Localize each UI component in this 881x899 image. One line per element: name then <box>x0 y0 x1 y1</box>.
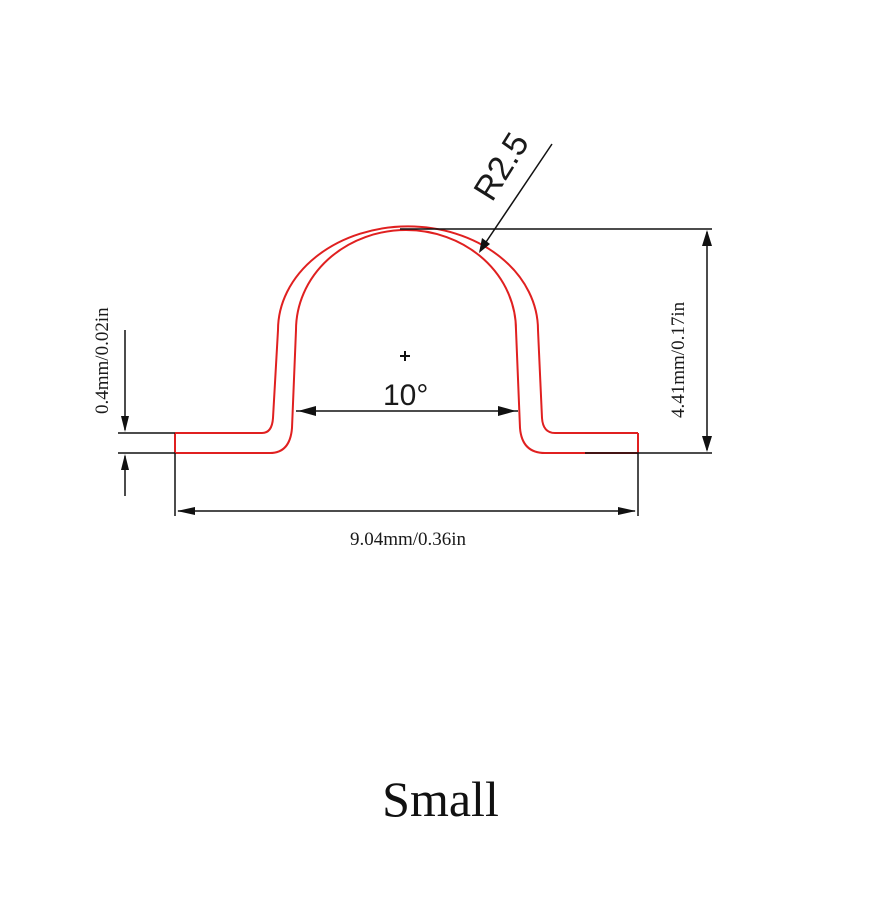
radius-leader-line <box>479 143 553 252</box>
profile-inner-edge <box>175 225 638 434</box>
profile-outer-edge <box>175 229 638 454</box>
thickness-label: 0.4mm/0.02in <box>92 307 113 414</box>
dimensions <box>118 143 712 516</box>
arrow-heads <box>121 230 712 515</box>
width-arrow-right <box>618 507 636 515</box>
radius-label: R2.5 <box>467 126 537 207</box>
span-arrow-left <box>298 406 316 416</box>
width-arrow-left <box>177 507 195 515</box>
thickness-arrow-top <box>121 416 129 432</box>
span-arrow-right <box>498 406 516 416</box>
radius-arrow <box>479 238 490 253</box>
height-arrow-bottom <box>702 436 712 452</box>
center-mark <box>400 351 410 361</box>
width-label: 9.04mm/0.36in <box>350 529 467 550</box>
thickness-arrow-bottom <box>121 454 129 470</box>
height-arrow-top <box>702 230 712 246</box>
size-caption: Small <box>382 771 499 827</box>
profile <box>174 225 639 454</box>
angle-label: 10° <box>383 379 428 412</box>
height-label: 4.41mm/0.17in <box>668 301 689 418</box>
